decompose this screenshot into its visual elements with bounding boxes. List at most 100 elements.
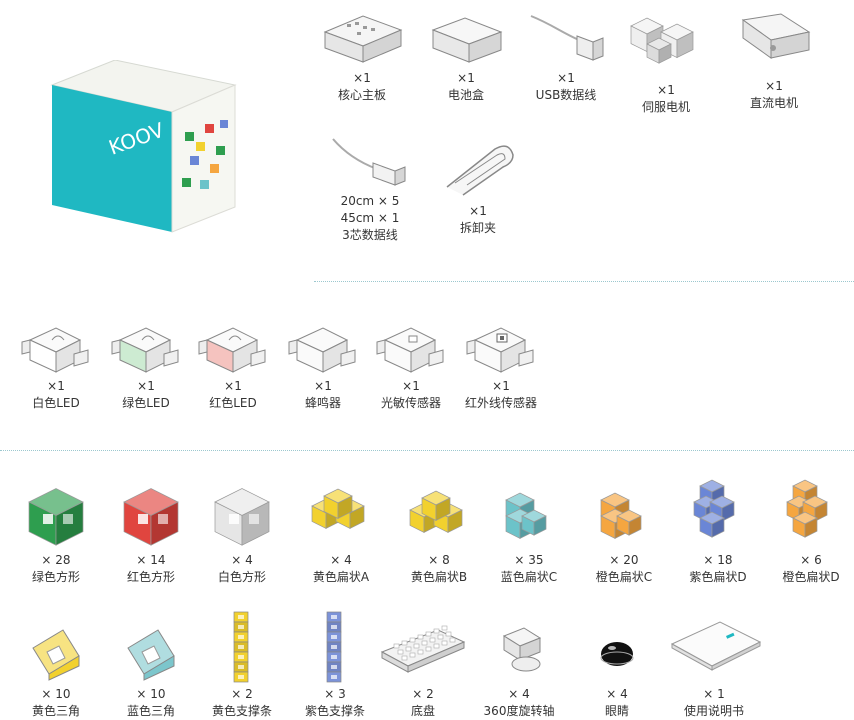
white-led-quantity: ×1	[47, 379, 65, 393]
manual-icon	[666, 614, 762, 686]
yellow-strut-icon	[194, 610, 290, 686]
manual-quantity: × 1	[703, 687, 725, 701]
base-plate-quantity: × 2	[412, 687, 434, 701]
purple-flat-d-label: 紫色扁状D	[689, 570, 747, 584]
removal-clip-quantity: ×1	[469, 204, 487, 218]
red-led-icon	[185, 318, 281, 378]
servo-motor-quantity: ×1	[657, 83, 675, 97]
purple-flat-d-quantity: × 18	[703, 553, 733, 567]
buzzer-icon	[275, 318, 371, 378]
cable-3pin-item: 20cm × 5 45cm × 1 3芯数据线	[322, 135, 418, 244]
ir-sensor-quantity: ×1	[492, 379, 510, 393]
servo-motor-label: 伺服电机	[641, 100, 690, 114]
yellow-triangle-quantity: × 10	[41, 687, 71, 701]
eye-label: 眼睛	[604, 704, 629, 718]
cable-3pin-icon	[322, 135, 418, 193]
eye-quantity: × 4	[606, 687, 628, 701]
green-square-label: 绿色方形	[31, 570, 80, 584]
dc-motor-item: ×1 直流电机	[726, 10, 822, 112]
red-led-item: ×1 红色LED	[185, 318, 281, 412]
cable-3pin-quantity: 20cm × 5	[340, 194, 400, 208]
yellow-strut-label: 黄色支撑条	[211, 704, 272, 718]
white-square-label: 白色方形	[217, 570, 266, 584]
light-sensor-icon	[363, 318, 459, 378]
yellow-triangle-icon	[8, 620, 104, 686]
yellow-flat-a-icon	[293, 486, 389, 552]
removal-clip-icon	[430, 135, 526, 203]
servo-motor-item: ×1 伺服电机	[618, 10, 714, 116]
rotation-axis-icon	[471, 620, 567, 686]
blue-triangle-quantity: × 10	[136, 687, 166, 701]
yellow-triangle-label: 黄色三角	[31, 704, 80, 718]
purple-strut-quantity: × 3	[324, 687, 346, 701]
battery-box-label: 电池盒	[447, 88, 484, 102]
manual-label: 使用说明书	[683, 704, 744, 718]
core-board-icon	[314, 10, 410, 70]
white-square-item: × 4 白色方形	[194, 486, 290, 586]
rotation-axis-quantity: × 4	[508, 687, 530, 701]
purple-strut-label: 紫色支撑条	[304, 704, 365, 718]
red-led-label: 红色LED	[209, 396, 257, 410]
blue-triangle-icon	[103, 620, 199, 686]
yellow-strut-item: × 2 黄色支撑条	[194, 610, 290, 720]
purple-flat-d-icon	[670, 476, 766, 552]
usb-cable-quantity: ×1	[557, 71, 575, 85]
cable-3pin-quantity-2: 45cm × 1	[340, 211, 400, 225]
dc-motor-quantity: ×1	[765, 79, 783, 93]
white-led-item: ×1 白色LED	[8, 318, 104, 412]
yellow-flat-b-item: × 8 黄色扁状B	[391, 486, 487, 586]
red-square-quantity: × 14	[136, 553, 166, 567]
purple-strut-item: × 3 紫色支撑条	[287, 610, 383, 720]
orange-flat-d-item: × 6 橙色扁状D	[763, 476, 854, 586]
section-divider	[0, 450, 854, 451]
light-sensor-quantity: ×1	[402, 379, 420, 393]
section-divider	[314, 281, 854, 282]
yellow-triangle-item: × 10 黄色三角	[8, 620, 104, 720]
cable-3pin-label: 3芯数据线	[342, 228, 398, 242]
red-led-quantity: ×1	[224, 379, 242, 393]
green-led-quantity: ×1	[137, 379, 155, 393]
buzzer-quantity: ×1	[314, 379, 332, 393]
yellow-flat-b-label: 黄色扁状B	[410, 570, 468, 584]
base-plate-label: 底盘	[410, 704, 435, 718]
white-square-icon	[194, 486, 290, 552]
usb-cable-label: USB数据线	[535, 88, 597, 102]
green-square-icon	[8, 486, 104, 552]
yellow-flat-b-quantity: × 8	[428, 553, 450, 567]
core-board-label: 核心主板	[337, 88, 386, 102]
orange-flat-d-quantity: × 6	[800, 553, 822, 567]
orange-flat-c-label: 橙色扁状C	[595, 570, 653, 584]
white-led-label: 白色LED	[32, 396, 80, 410]
yellow-strut-quantity: × 2	[231, 687, 253, 701]
light-sensor-label: 光敏传感器	[380, 396, 441, 410]
light-sensor-item: ×1 光敏传感器	[363, 318, 459, 412]
ir-sensor-icon	[453, 318, 549, 378]
servo-motor-icon	[618, 10, 714, 82]
dc-motor-icon	[726, 10, 822, 78]
orange-flat-d-icon	[763, 476, 854, 552]
purple-strut-icon	[287, 610, 383, 686]
eye-item: × 4 眼睛	[569, 620, 665, 720]
blue-flat-c-quantity: × 35	[514, 553, 544, 567]
white-square-quantity: × 4	[231, 553, 253, 567]
usb-cable-icon	[518, 10, 614, 70]
base-plate-item: × 2 底盘	[375, 620, 471, 720]
orange-flat-d-label: 橙色扁状D	[782, 570, 840, 584]
white-led-icon	[8, 318, 104, 378]
dc-motor-label: 直流电机	[749, 96, 798, 110]
blue-triangle-label: 蓝色三角	[126, 704, 175, 718]
blue-triangle-item: × 10 蓝色三角	[103, 620, 199, 720]
eye-icon	[569, 620, 665, 686]
red-square-icon	[103, 486, 199, 552]
purple-flat-d-item: × 18 紫色扁状D	[670, 476, 766, 586]
battery-box-icon	[418, 10, 514, 70]
